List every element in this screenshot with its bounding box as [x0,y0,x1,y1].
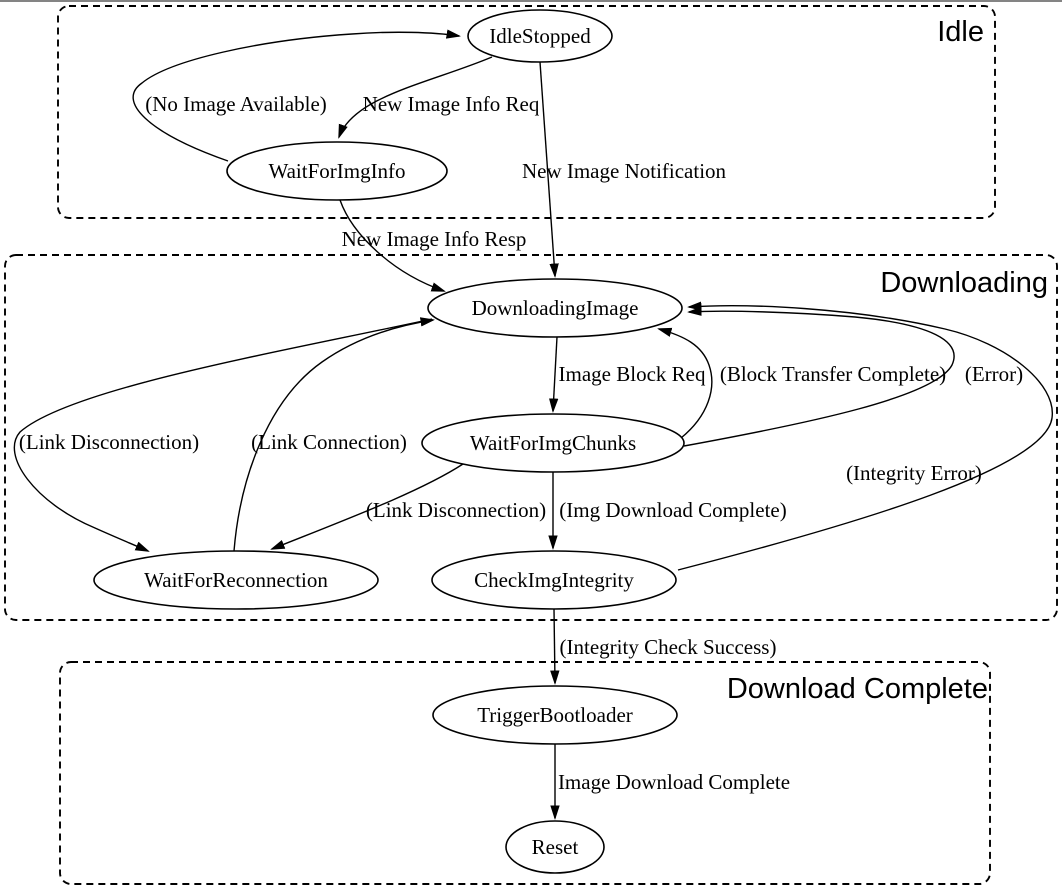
node-waitforimginfo-shape [226,141,448,201]
edge-waitforreconnection-downloadingimage [233,320,433,552]
edge-label-new-image-info-resp: New Image Info Resp [342,227,527,251]
node-reset-shape [505,820,605,874]
edge-label-link-disconnection-left: (Link Disconnection) [19,430,199,454]
node-waitforimgchunks-shape [421,413,685,473]
edge-label-image-download-complete: Image Download Complete [558,770,790,794]
node-waitforimginfo-label: WaitForImgInfo [268,159,405,183]
edge-label-link-disconnection-mid: (Link Disconnection) [366,498,546,522]
node-checkimgintegrity-label: CheckImgIntegrity [474,568,634,592]
node-waitforimgchunks-label: WaitForImgChunks [470,431,636,455]
node-triggerbootloader-label: TriggerBootloader [477,703,633,727]
node-waitforimgchunks: WaitForImgChunks [421,413,685,473]
node-idlestopped-label: IdleStopped [489,24,591,48]
node-waitforimginfo: WaitForImgInfo [226,141,448,201]
edge-label-error: (Error) [965,362,1023,386]
top-window-border [0,0,1062,2]
edge-waitforimginfo-downloadingimage [339,199,444,291]
edge-label-no-image-available: (No Image Available) [145,92,327,116]
node-waitforreconnection-label: WaitForReconnection [144,568,328,592]
cluster-downloading: Downloading [4,254,1058,621]
edge-downloadingimage-waitforimgchunks [553,336,557,411]
node-triggerbootloader: TriggerBootloader [432,685,678,745]
edge-label-link-connection: (Link Connection) [251,430,407,454]
edge-idlestopped-waitforimginfo [339,56,493,137]
cluster-download-complete-border [59,661,991,885]
edge-idlestopped-downloadingimage [539,61,555,276]
cluster-downloading-border [4,254,1058,621]
edge-label-block-transfer-complete: (Block Transfer Complete) [720,362,946,386]
edge-downloadingimage-waitforreconnection [13,318,433,551]
node-downloadingimage-label: DownloadingImage [472,296,639,320]
cluster-download-complete: Download Complete [59,661,991,885]
edge-waitforimgchunks-downloadingimage-btc [659,329,713,439]
cluster-downloading-label: Downloading [880,267,1048,299]
node-reset-label: Reset [532,835,579,859]
node-triggerbootloader-shape [432,685,678,745]
edge-waitforimgchunks-waitforreconnection [272,463,464,549]
node-waitforreconnection-shape [93,550,379,610]
cluster-idle-label: Idle [937,16,984,48]
edge-waitforimgchunks-downloadingimage-error [683,311,955,447]
cluster-download-complete-label: Download Complete [727,673,988,705]
cluster-idle-border [57,5,996,219]
edge-waitforimginfo-idlestopped [132,32,459,162]
node-checkimgintegrity: CheckImgIntegrity [431,550,677,610]
node-downloadingimage-shape [427,278,683,338]
edge-label-img-download-complete: (Img Download Complete) [559,498,786,522]
node-checkimgintegrity-shape [431,550,677,610]
node-reset: Reset [505,820,605,874]
node-idlestopped-shape [467,9,613,63]
edge-label-integrity-check-success: (Integrity Check Success) [560,635,777,659]
node-idlestopped: IdleStopped [467,9,613,63]
edge-label-integrity-error: (Integrity Error) [846,461,982,485]
edge-checkimgintegrity-downloadingimage [677,306,1053,571]
edge-label-new-image-notification: New Image Notification [522,159,727,183]
node-waitforreconnection: WaitForReconnection [93,550,379,610]
edge-label-image-block-req: Image Block Req [559,362,706,386]
edge-checkimgintegrity-triggerbootloader [554,608,555,683]
edge-label-new-image-info-req: New Image Info Req [363,92,540,116]
cluster-idle: Idle [57,5,996,219]
node-downloadingimage: DownloadingImage [427,278,683,338]
